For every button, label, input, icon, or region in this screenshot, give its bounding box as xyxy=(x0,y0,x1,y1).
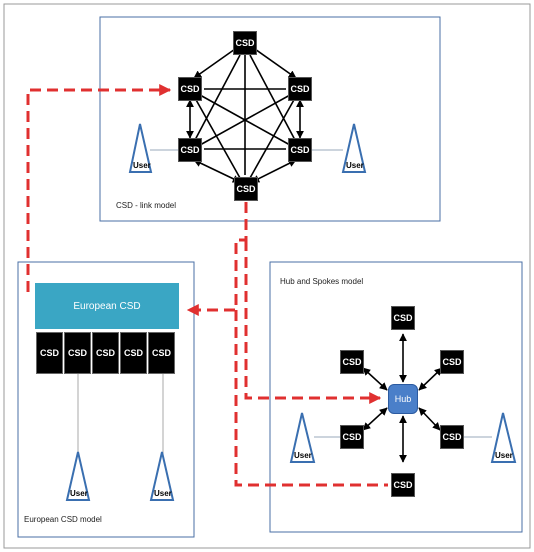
link-model-panel xyxy=(99,16,441,222)
user-triangle-right xyxy=(341,123,367,173)
user-label-euro-2: User xyxy=(154,489,172,498)
csd-node-upper-right: CSD xyxy=(288,77,312,101)
spoke-csd-top: CSD xyxy=(391,306,415,330)
csd-node-upper-left: CSD xyxy=(178,77,202,101)
hub-node: Hub xyxy=(388,384,418,414)
csd-node-bottom: CSD xyxy=(234,177,258,201)
spoke-csd-lower-left: CSD xyxy=(340,425,364,449)
european-model-label: European CSD model xyxy=(24,515,102,524)
link-model-label: CSD - link model xyxy=(116,201,177,210)
spoke-csd-upper-right: CSD xyxy=(440,350,464,374)
csd-node-lower-left: CSD xyxy=(178,138,202,162)
user-label-hub-left: User xyxy=(294,451,312,460)
user-label-link-left: User xyxy=(133,161,151,170)
european-csd-bar: European CSD xyxy=(35,283,179,329)
spoke-csd-lower-right: CSD xyxy=(440,425,464,449)
spoke-csd-bottom: CSD xyxy=(391,473,415,497)
euro-csd-3: CSD xyxy=(92,332,119,374)
euro-csd-5: CSD xyxy=(148,332,175,374)
hub-user-triangle-right xyxy=(490,412,517,463)
hub-spokes-label: Hub and Spokes model xyxy=(280,277,364,286)
euro-user-triangle-1 xyxy=(65,451,91,501)
red-dashed-connections xyxy=(26,84,388,487)
user-label-hub-right: User xyxy=(495,451,513,460)
outer-frame xyxy=(3,3,531,549)
euro-csd-1: CSD xyxy=(36,332,63,374)
user-triangle-left xyxy=(128,123,153,173)
spoke-csd-upper-left: CSD xyxy=(340,350,364,374)
csd-node-lower-right: CSD xyxy=(288,138,312,162)
hub-spokes xyxy=(362,333,443,463)
euro-csd-4: CSD xyxy=(120,332,147,374)
user-label-link-right: User xyxy=(346,161,364,170)
euro-user-triangle-2 xyxy=(149,451,175,501)
user-label-euro-1: User xyxy=(70,489,88,498)
euro-csd-2: CSD xyxy=(64,332,91,374)
hub-user-triangle-left xyxy=(289,412,316,463)
csd-node-top: CSD xyxy=(233,31,257,55)
